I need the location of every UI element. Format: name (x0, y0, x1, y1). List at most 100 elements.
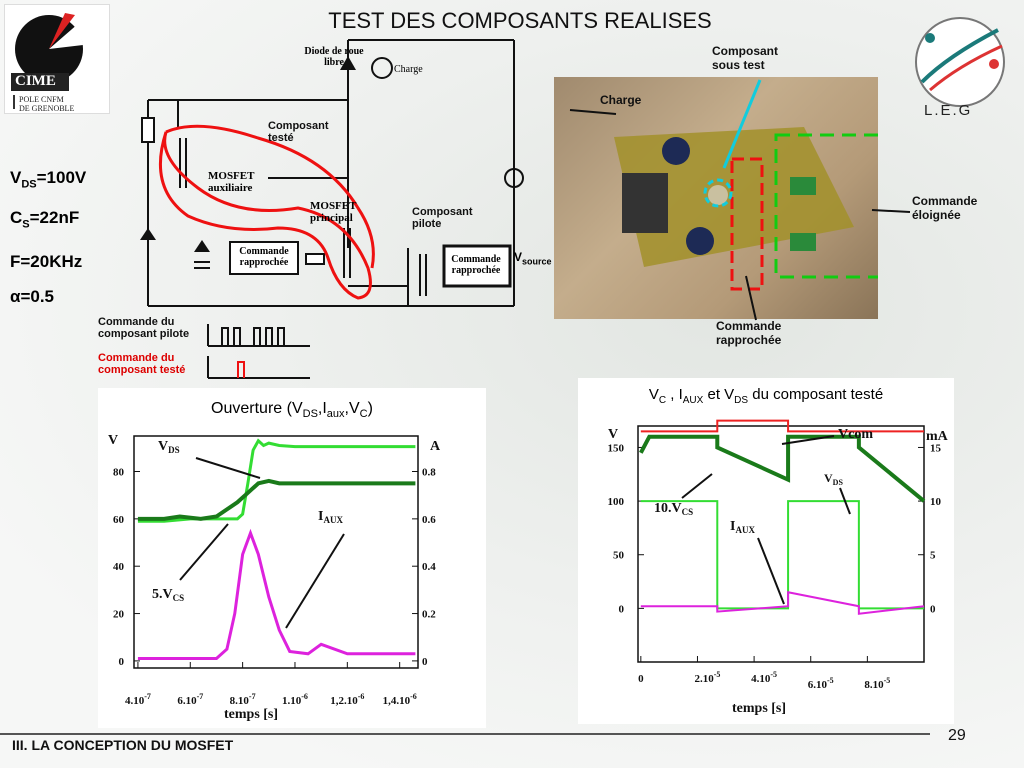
chart2-x-tick-label: 6.10-5 (808, 676, 834, 691)
chart2-series-iaux (640, 591, 925, 615)
chart1-x-axis-label: temps [s] (224, 707, 278, 722)
cime-logo-text: CIME (15, 73, 56, 89)
footer-divider (0, 733, 930, 735)
chart1-y-right-tick-label: 0.8 (422, 467, 436, 479)
chart2-y-left-tick-label: 0 (619, 603, 625, 615)
chart2-series-10vcs (639, 434, 926, 503)
chart1-x-tick-label: 6.10-7 (177, 692, 203, 707)
chart2-right-unit: mA (926, 429, 949, 444)
chart2-series-vcom (640, 419, 924, 433)
chart1-y-left-tick-label: 80 (113, 467, 125, 479)
photo-arrows (569, 79, 911, 321)
chart1-series-iaux (137, 528, 416, 661)
chart2-annotation-vds: VDS (824, 471, 843, 487)
chart2-x-tick-label: 2.10-5 (695, 670, 721, 685)
chart1-left-unit: V (108, 433, 118, 448)
chart2-x-tick-label: 8.10-5 (864, 676, 890, 691)
chart1-right-unit: A (430, 439, 441, 454)
cime-logo-sub1: POLE CNFM (19, 95, 64, 104)
leg-logo-graphic (915, 17, 1005, 107)
chart1-x-tick-label: 1,4.10-6 (383, 692, 417, 707)
chart2-y-right-tick-label: 10 (930, 496, 942, 508)
chart2-y-right-tick-label: 15 (930, 442, 942, 454)
chart2-arrow-10vcs (681, 473, 713, 499)
chart1-y-right-tick-label: 0.4 (422, 561, 436, 573)
chart2-y-left-tick-label: 150 (608, 442, 625, 454)
chart2-series-vds (640, 500, 924, 610)
chart1-y-left-tick-label: 20 (113, 609, 125, 621)
spec-alpha: α=0.5 (10, 287, 55, 306)
chart1-y-left-tick-label: 40 (113, 561, 125, 573)
cime-logo-sub2: DE GRENOBLE (19, 104, 75, 113)
chart2-y-left-tick-label: 100 (608, 496, 625, 508)
chart1-svg: V A 0 20 40 60 80 0 0.2 0.4 0.6 0.8 4.10-7 6.10-7 8.10… (108, 433, 441, 722)
label-charge-circuit: Charge (394, 64, 423, 75)
spec-freq: F=20KHz (10, 252, 83, 271)
chart1-arrow-vds (195, 457, 261, 479)
chart2-x-axis-label: temps [s] (732, 701, 786, 716)
chart1-y-right-tick-label: 0.6 (422, 514, 436, 526)
chart1-title: Ouverture (VDS,Iaux,VC) (211, 400, 373, 421)
spec-vds: VDS=100V (10, 168, 87, 191)
chart1-x-tick-label: 1.10-6 (282, 692, 308, 707)
command-waveforms (207, 324, 310, 379)
footer-section-title: III. LA CONCEPTION DU MOSFET (12, 737, 234, 753)
slide-title: TEST DES COMPOSANTS REALISES (328, 8, 712, 33)
circuit-diagram (140, 39, 524, 377)
chart1-y-right-tick-label: 0 (422, 656, 428, 668)
chart1-x-tick-label: 8.10-7 (230, 692, 256, 707)
chart1-arrow-iaux (285, 533, 345, 629)
chart2-x-tick-label: 0 (638, 673, 644, 685)
chart2-annotation-iaux: IAUX (730, 519, 755, 535)
page-number: 29 (948, 727, 966, 744)
cime-logo-graphic (11, 13, 83, 109)
chart1-plot-frame (133, 435, 419, 669)
leg-logo: L.E.G (908, 16, 1012, 124)
chart2-y-left-tick-label: 50 (613, 550, 625, 562)
chart1-y-left-tick-label: 0 (119, 656, 125, 668)
chart2-left-unit: V (608, 427, 618, 442)
chart2-y-right-tick-label: 5 (930, 550, 936, 562)
chart-ouverture-panel: Ouverture (VDS,Iaux,VC) V A 0 20 40 60 80 0 0.2 0… (98, 388, 486, 728)
chart1-annotation-5vcs: 5.VCS (152, 587, 184, 603)
chart1-annotation-iaux: IAUX (318, 509, 343, 525)
photo-label-charge: Charge (600, 93, 642, 107)
chart2-arrow-vds (839, 487, 851, 515)
leg-logo-text: L.E.G (924, 102, 973, 119)
pcb-photo (554, 77, 892, 319)
chart1-annotation-vds: VDS (158, 439, 180, 455)
chart2-arrow-iaux (757, 537, 785, 605)
chart1-x-tick-label: 1,2.10-6 (330, 692, 364, 707)
chart2-x-tick-label: 4.10-5 (751, 670, 777, 685)
chart2-arrow-vcom (781, 435, 835, 445)
pcb-photo-graphic (614, 127, 892, 291)
label-vsource: Vsource (514, 250, 552, 267)
chart1-series-5vcs (137, 478, 416, 521)
chart2-y-right-tick-label: 0 (930, 603, 936, 615)
chart1-y-right-tick-label: 0.2 (422, 609, 436, 621)
cime-logo: CIME POLE CNFM DE GRENOBLE (4, 4, 110, 114)
chart1-arrow-5vcs (179, 523, 229, 581)
chart2-annotation-vcom: Vcom (838, 427, 873, 442)
chart2-title: VC , IAUX et VDS du composant testé (648, 386, 884, 406)
chart2-plot-frame (637, 425, 925, 663)
chart2-annotation-10vcs: 10.VCS (654, 501, 693, 517)
chart1-y-left-tick-label: 60 (113, 514, 125, 526)
spec-cs: CS=22nF (10, 208, 80, 231)
chart1-x-tick-label: 4.10-7 (125, 692, 151, 707)
